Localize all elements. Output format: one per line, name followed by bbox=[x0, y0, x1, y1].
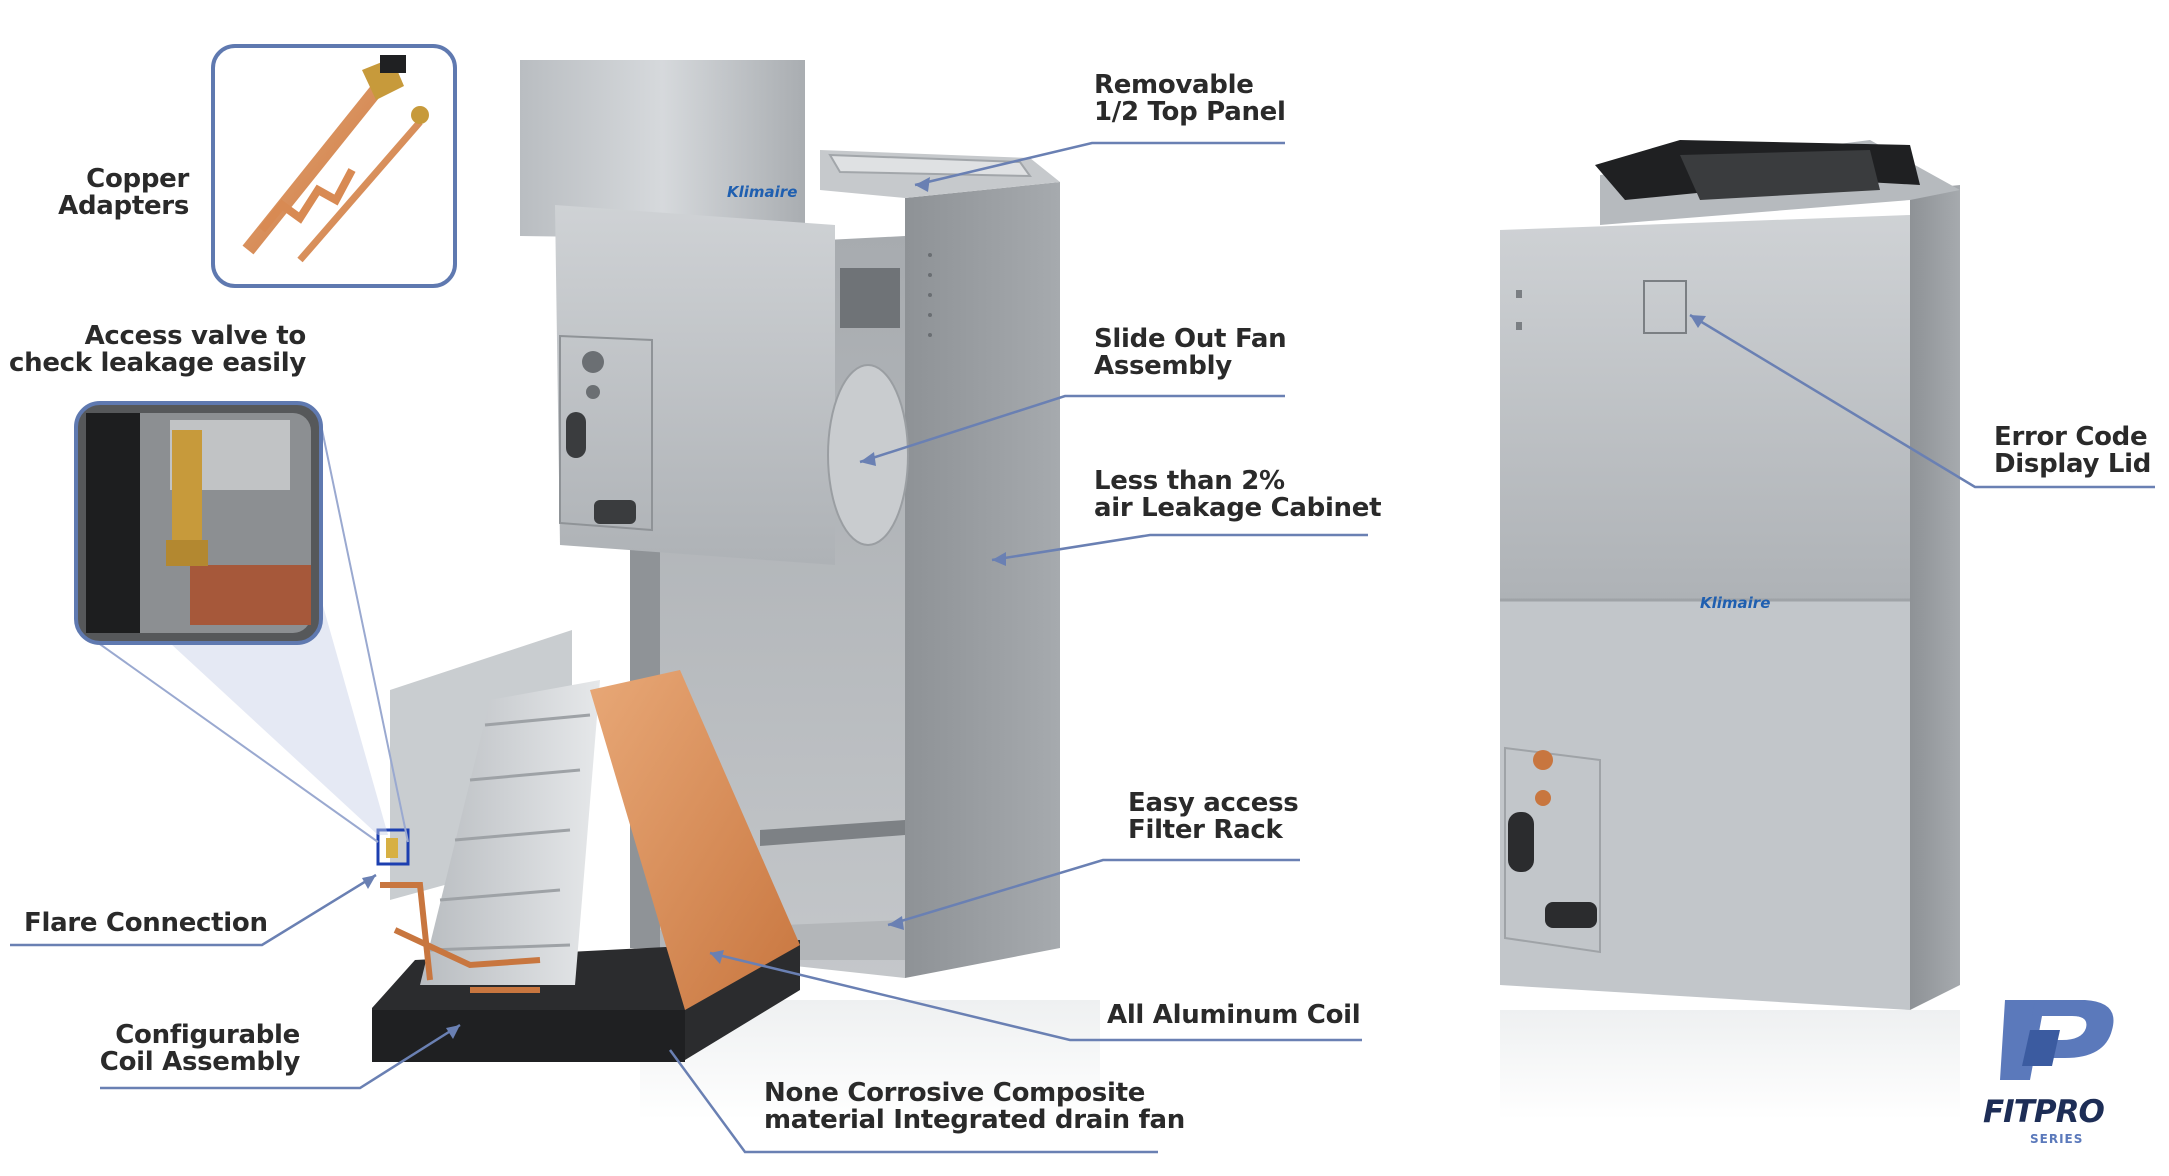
label-filter-rack: Easy access Filter Rack bbox=[1128, 788, 1299, 845]
label-removable-top-panel: Removable 1/2 Top Panel bbox=[1094, 70, 1286, 127]
copper-adapters-inset bbox=[211, 44, 457, 288]
callout-arrowheads bbox=[362, 177, 1706, 1039]
exploded-air-handler bbox=[520, 60, 1060, 978]
assembled-air-handler bbox=[1500, 140, 1960, 1010]
label-error-code-lid: Error Code Display Lid bbox=[1994, 422, 2152, 479]
cabinet-logo-right: Klimaire bbox=[1700, 594, 1771, 612]
label-access-valve: Access valve to check leakage easily bbox=[9, 321, 306, 378]
label-copper-adapters: Copper Adapters bbox=[58, 164, 189, 221]
series-logo-main: FITPRO bbox=[1983, 1094, 2105, 1130]
label-air-leakage: Less than 2% air Leakage Cabinet bbox=[1094, 466, 1382, 523]
label-aluminum-coil: All Aluminum Coil bbox=[1107, 1000, 1361, 1030]
series-logo-sub: SERIES bbox=[2030, 1132, 2084, 1146]
access-valve-inset bbox=[74, 401, 409, 843]
coil-assembly bbox=[372, 630, 800, 1062]
label-configurable-coil: Configurable Coil Assembly bbox=[99, 1020, 301, 1077]
label-slide-out-fan: Slide Out Fan Assembly bbox=[1094, 324, 1287, 381]
cabinet-logo-left: Klimaire bbox=[727, 183, 798, 201]
callout-lines bbox=[10, 141, 2155, 1154]
label-drain-pan: None Corrosive Composite material Integr… bbox=[764, 1078, 1186, 1135]
floor-reflection bbox=[1500, 1010, 1960, 1120]
fitpro-p-logo bbox=[2000, 1000, 2114, 1080]
label-flare-connection: Flare Connection bbox=[24, 908, 268, 938]
